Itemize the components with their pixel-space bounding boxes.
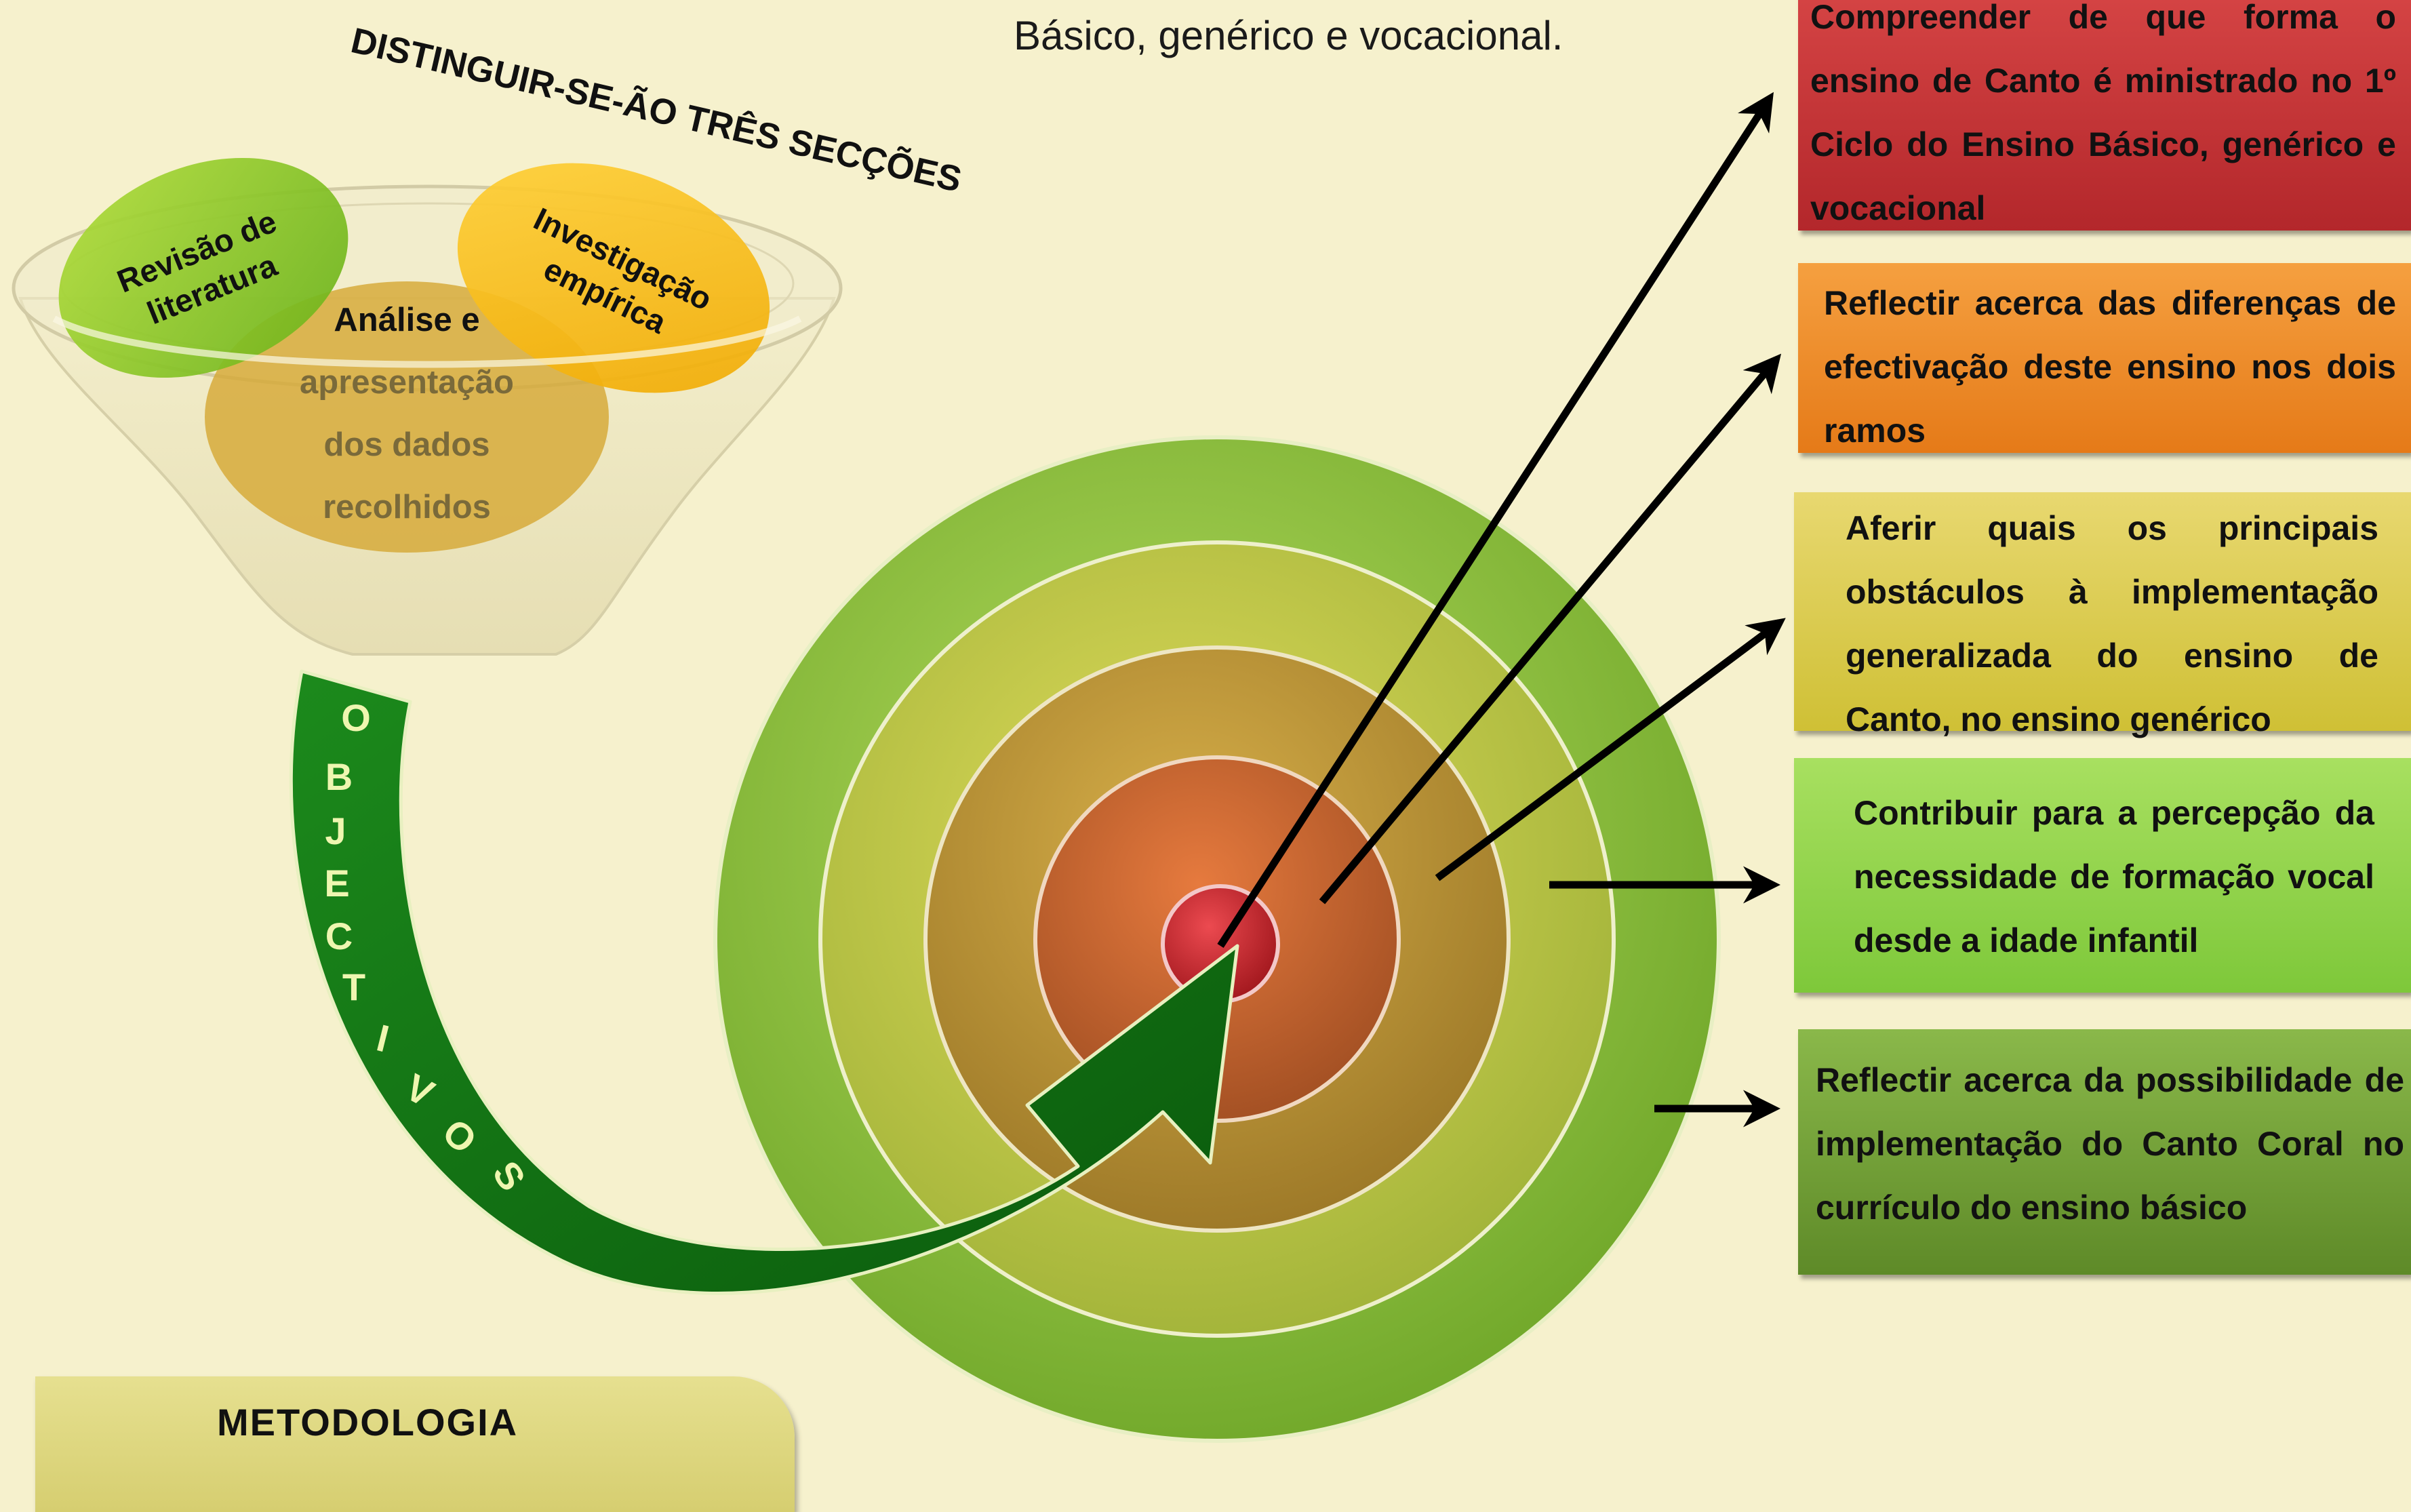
analysis-label-line-1: Análise e (334, 302, 479, 338)
analysis-label: Análise e apresentação dos dados recolhi… (300, 302, 514, 525)
arrow-objective-1 (1217, 92, 1774, 948)
objective-text-5: Reflectir acerca da possibilidade de imp… (1816, 1061, 2404, 1227)
objective-box-1: Compreender de que forma o ensino de Can… (1798, 0, 2411, 231)
sections-title: DISTINGUIR-SE-ÃO TRÊS SECÇÕES (347, 19, 965, 200)
empirical-ellipse (457, 163, 770, 393)
methodology-label: METODOLOGIA (217, 1401, 519, 1444)
objectives-arrow-letter: O (341, 696, 371, 739)
objective-box-2: Reflectir acerca das diferenças de efect… (1798, 263, 2411, 453)
diagram-stage: DISTINGUIR-SE-ÃO TRÊS SECÇÕES Revisão de… (12, 0, 2411, 1512)
methodology-box (35, 1376, 795, 1512)
objectives-arrow-body (290, 669, 1239, 1295)
objective-box-3: Aferir quais os principais obstáculos à … (1794, 492, 2411, 738)
objective-text-2: Reflectir acerca das diferenças de efect… (1824, 284, 2396, 450)
objectives-arrow-letter: B (325, 755, 353, 798)
objective-box-4: Contribuir para a percepção da necessida… (1794, 758, 2411, 993)
diagram-canvas: DISTINGUIR-SE-ÃO TRÊS SECÇÕES Revisão de… (12, 19, 1786, 1443)
objective-text-4: Contribuir para a percepção da necessida… (1854, 794, 2374, 959)
objective-box-5: Reflectir acerca da possibilidade de imp… (1798, 1029, 2411, 1275)
sections-funnel (12, 157, 843, 656)
funnel-rim-highlight (52, 315, 802, 368)
objective-text-1: Compreender de que forma o ensino de Can… (1810, 0, 2396, 227)
objectives-arrow-letter: C (325, 915, 353, 957)
objectives-arrow (290, 669, 1239, 1295)
objectives-arrow-letter: J (325, 810, 346, 852)
analysis-ellipse (205, 281, 609, 553)
analysis-label-line-2: apresentação (300, 364, 514, 401)
objectives-arrow-letter: E (324, 862, 349, 904)
arrow-objective-3 (1435, 618, 1786, 881)
analysis-label-line-3: dos dados (323, 426, 490, 463)
objectives-arrow-letter: T (342, 966, 365, 1008)
literature-ellipse (58, 157, 348, 378)
arrow-objective-2 (1319, 353, 1782, 904)
objective-text-3: Aferir quais os principais obstáculos à … (1846, 509, 2378, 738)
target (713, 435, 1721, 1443)
pointer-arrows (1217, 92, 1786, 1128)
analysis-label-line-4: recolhidos (323, 489, 491, 525)
intro-text: Básico, genérico e vocacional. (1014, 13, 1563, 58)
